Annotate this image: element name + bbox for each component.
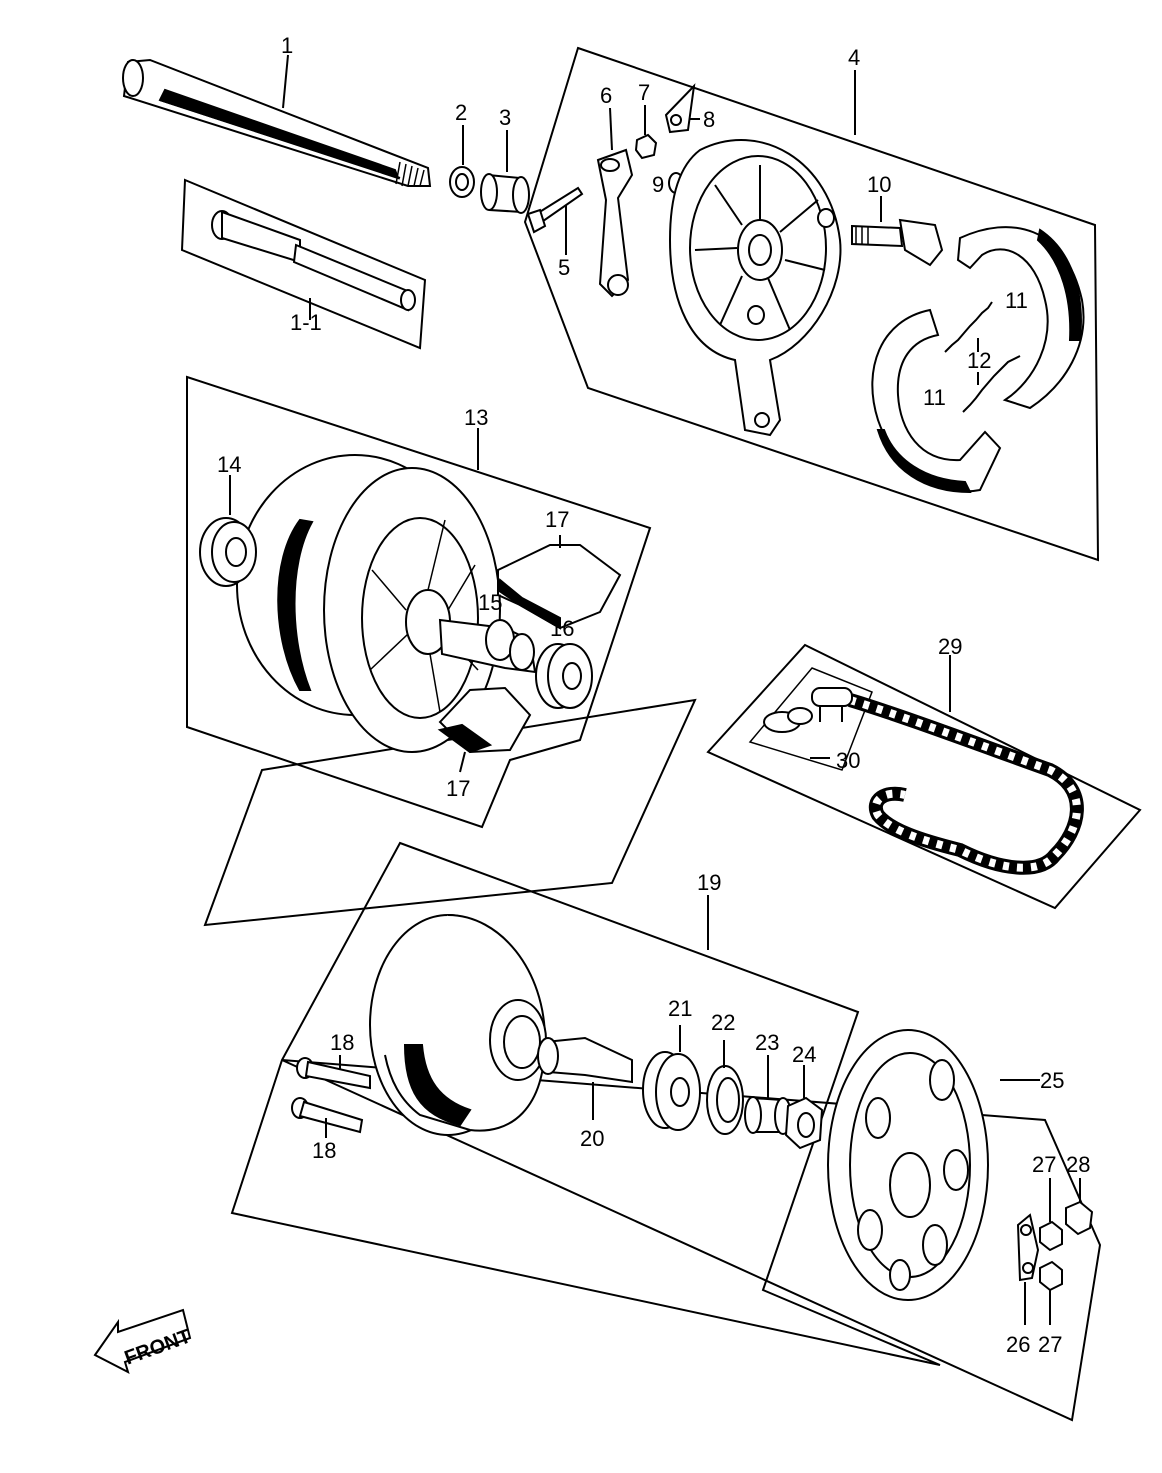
wheel-hub-group-outline xyxy=(186,375,652,829)
hub-distance-collar xyxy=(438,618,537,674)
washer xyxy=(449,125,475,198)
callout-28: 28 xyxy=(1066,1152,1090,1177)
chain-master-link xyxy=(763,687,853,759)
brake-shoe-lower xyxy=(871,308,1002,494)
callout-11-lower: 11 xyxy=(923,385,946,410)
callout-25: 25 xyxy=(1040,1068,1064,1093)
coupling-stud-lower xyxy=(291,1097,364,1138)
coupling-collar xyxy=(744,1055,792,1135)
axle-sleeve xyxy=(211,210,416,320)
callout-13: 13 xyxy=(464,405,488,430)
drive-chain xyxy=(847,655,1084,875)
callout-7: 7 xyxy=(638,80,650,105)
callout-9: 9 xyxy=(652,172,664,197)
sprocket-nut-right xyxy=(1065,1178,1094,1236)
cam-lever-bolt xyxy=(526,186,584,255)
callout-15: 15 xyxy=(478,590,502,615)
chain-group-outline xyxy=(706,643,1142,910)
callout-1: 1 xyxy=(281,33,293,58)
callout-18-lower: 18 xyxy=(312,1138,336,1163)
callout-4: 4 xyxy=(848,45,860,70)
callout-21: 21 xyxy=(668,996,692,1021)
cam-lever-nut xyxy=(634,105,658,160)
lock-plate xyxy=(1016,1213,1040,1325)
callout-29: 29 xyxy=(938,634,962,659)
brake-camshaft xyxy=(851,196,944,267)
rear-axle xyxy=(122,54,432,187)
axle-sleeve-group-outline xyxy=(180,178,427,350)
callout-1-1: 1-1 xyxy=(290,310,322,335)
group-outlines xyxy=(180,46,1142,1422)
cam-lever xyxy=(596,107,634,298)
callout-3: 3 xyxy=(499,105,511,130)
callout-30: 30 xyxy=(836,748,860,773)
callout-27-upper: 27 xyxy=(1032,1152,1056,1177)
callout-10: 10 xyxy=(867,172,891,197)
wheel-hub xyxy=(236,428,501,753)
callout-14: 14 xyxy=(217,452,241,477)
spacer xyxy=(480,130,530,214)
callout-2: 2 xyxy=(455,100,467,125)
brake-shoe-upper xyxy=(956,226,1085,410)
callout-23: 23 xyxy=(755,1030,779,1055)
brake-shoe-springs xyxy=(944,301,1021,413)
indicator-plate xyxy=(664,83,700,134)
sprocket-nut-lower xyxy=(1039,1260,1063,1325)
brake-panel xyxy=(668,70,856,437)
coupling-stud-upper xyxy=(296,1055,371,1090)
front-arrow: FRONT xyxy=(93,1308,194,1374)
callout-17-upper: 17 xyxy=(545,507,569,532)
hub-damper-upper xyxy=(496,535,622,630)
callout-16: 16 xyxy=(550,616,574,641)
hub-damper-lower xyxy=(437,686,532,773)
coupling-sleeve xyxy=(537,1036,633,1120)
coupling-bearing xyxy=(642,1025,701,1131)
callout-11-upper: 11 xyxy=(1005,288,1028,313)
callout-17-lower: 17 xyxy=(446,776,470,801)
callout-24: 24 xyxy=(792,1042,816,1067)
rear-sprocket xyxy=(827,1029,1040,1301)
sprocket-nut-upper xyxy=(1039,1178,1063,1252)
oil-seal xyxy=(706,1040,744,1135)
callout-19: 19 xyxy=(697,870,721,895)
callout-5: 5 xyxy=(558,255,570,280)
callout-labels: 1 1-1 2 3 4 5 6 7 8 9 10 11 11 12 13 14 … xyxy=(217,33,1090,1357)
callout-27-lower: 27 xyxy=(1038,1332,1062,1357)
callout-8: 8 xyxy=(703,107,715,132)
hub-coupling-link-outline xyxy=(203,698,697,927)
callout-18-upper: 18 xyxy=(330,1030,354,1055)
axle-nut xyxy=(784,1065,824,1150)
callout-22: 22 xyxy=(711,1010,735,1035)
hub-bearing-right xyxy=(535,643,593,709)
callout-6: 6 xyxy=(600,83,612,108)
callout-12: 12 xyxy=(967,348,991,373)
sprocket-coupling xyxy=(369,895,709,1136)
callout-26: 26 xyxy=(1006,1332,1030,1357)
hub-bearing-left xyxy=(199,475,257,587)
brake-panel-group-outline xyxy=(523,46,1100,562)
callout-20: 20 xyxy=(580,1126,604,1151)
